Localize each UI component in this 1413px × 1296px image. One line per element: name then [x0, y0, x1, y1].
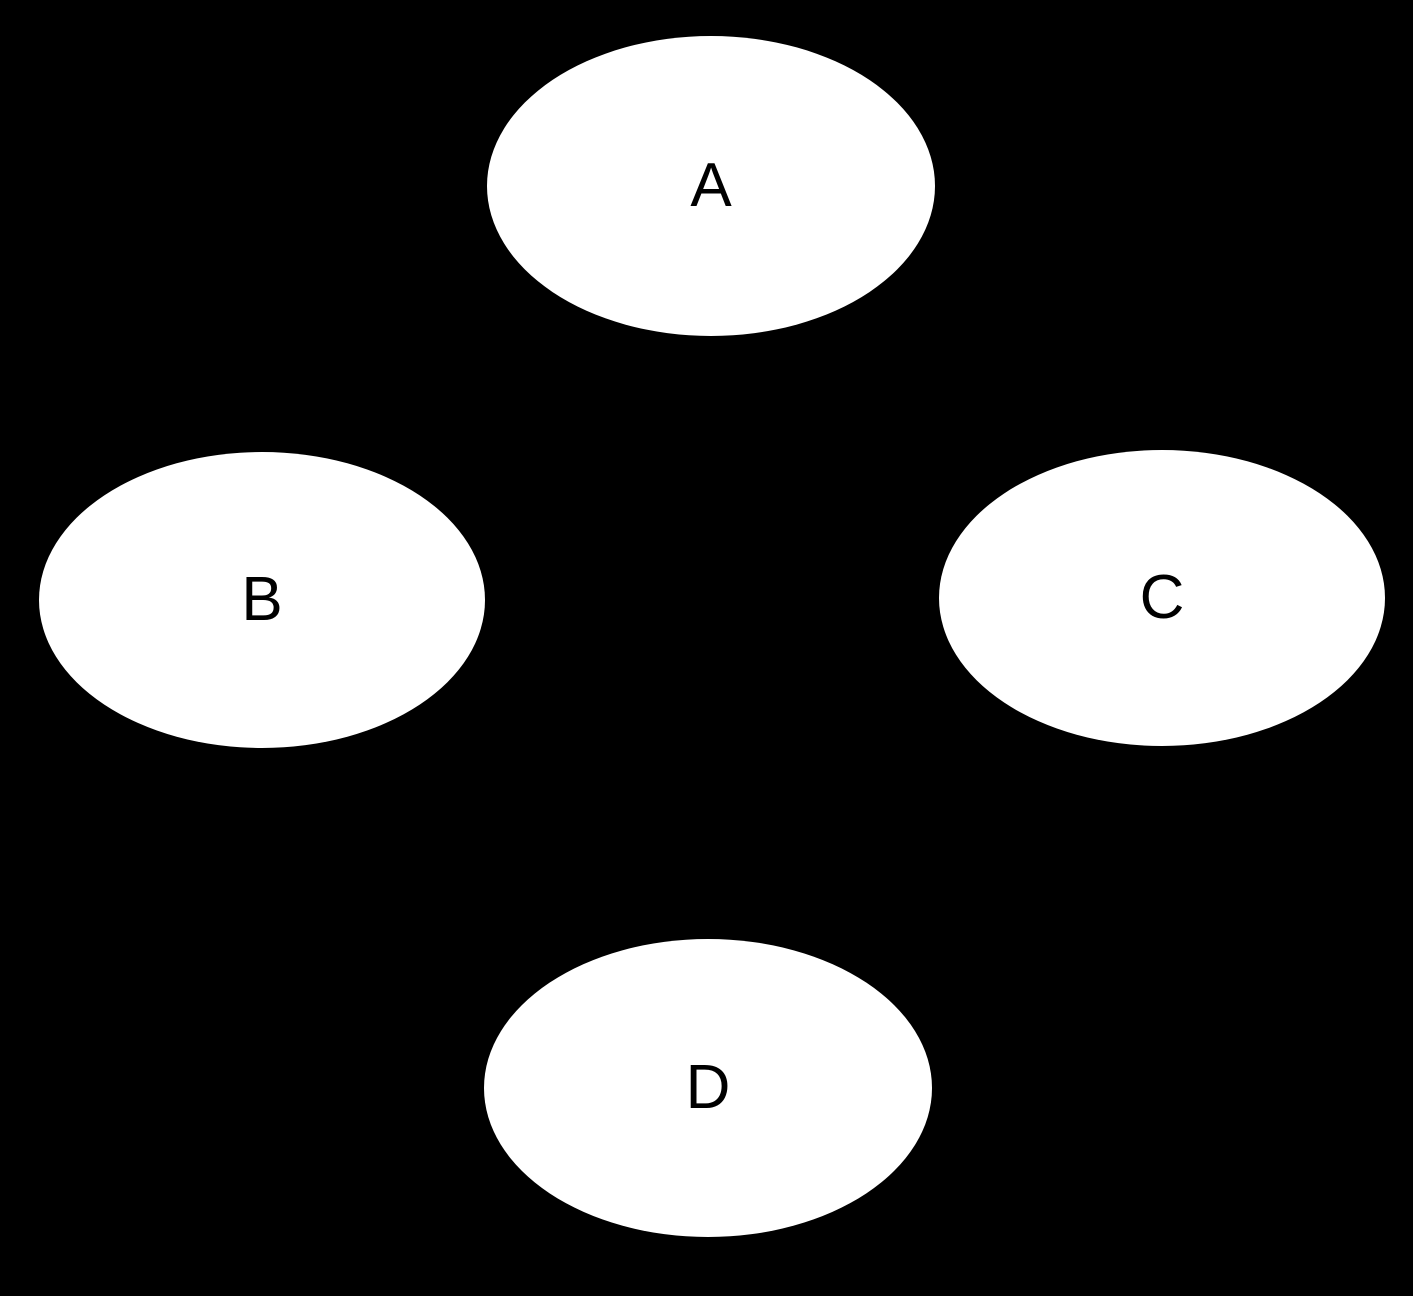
node-A-label: A [690, 151, 732, 220]
node-D: D [484, 939, 932, 1237]
node-B: B [39, 452, 485, 748]
node-C-label: C [1139, 563, 1185, 632]
node-D-label: D [685, 1053, 731, 1122]
node-C: C [939, 450, 1385, 746]
node-B-label: B [241, 565, 283, 634]
node-A: A [487, 36, 935, 336]
